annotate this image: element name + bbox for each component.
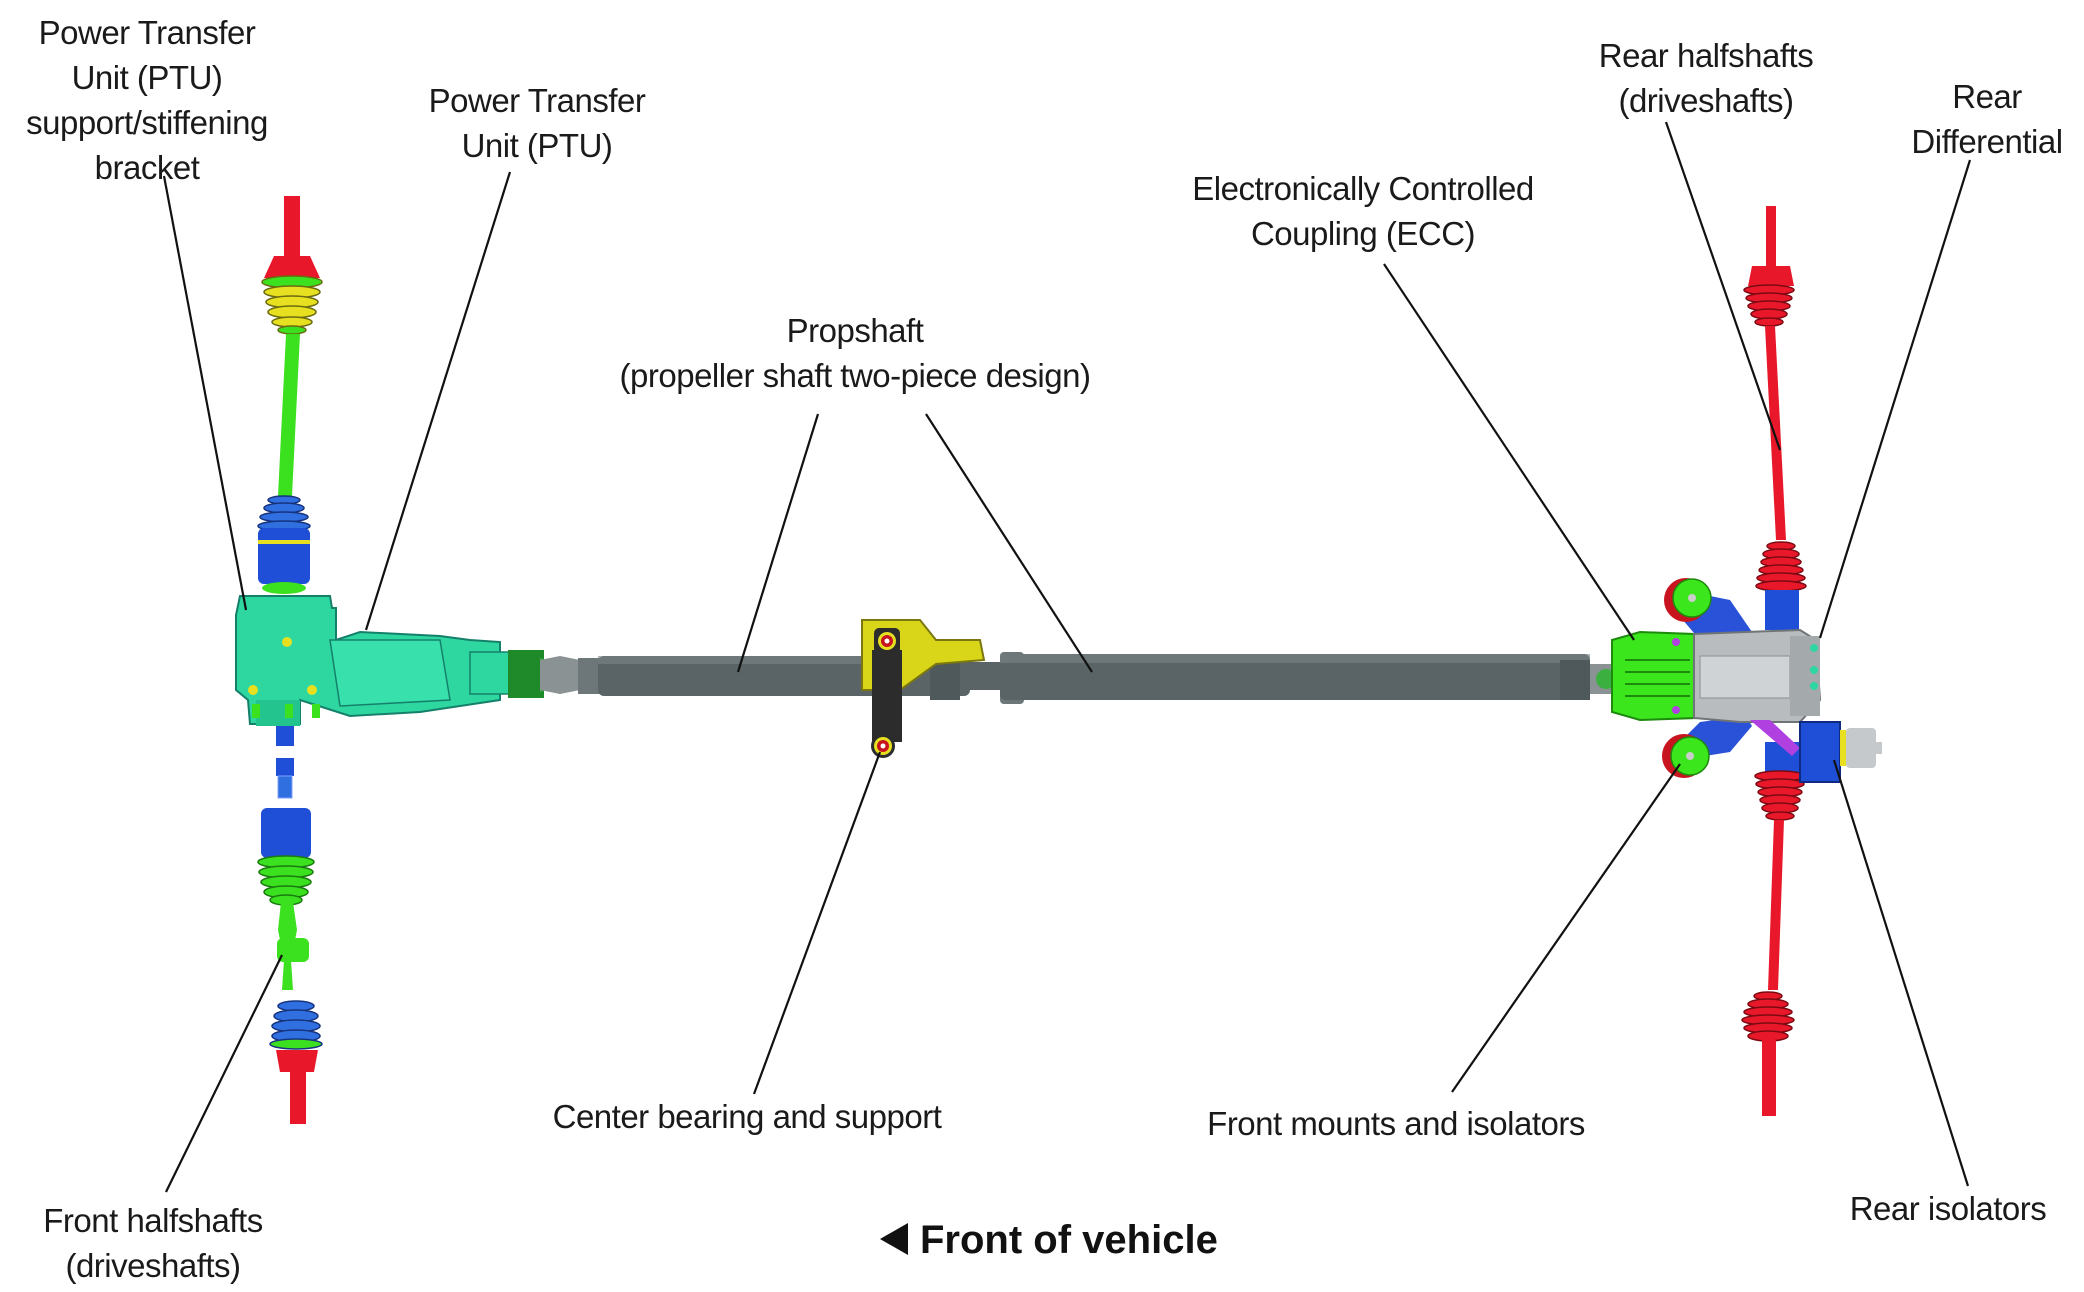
ptu-support-bracket — [256, 700, 300, 726]
leader-rear-halfshafts — [1664, 121, 1782, 451]
power-transfer-unit — [235, 595, 560, 746]
leader-front-mounts — [1451, 763, 1681, 1093]
propshaft-rear-tube — [1000, 654, 1590, 700]
leader-rear-isolators — [1832, 759, 1970, 1187]
label-rear-differential: Rear Differential — [1911, 78, 2063, 160]
front-lower-inner-cv — [261, 808, 311, 858]
front-halfshaft-lower — [257, 758, 323, 1124]
rear-drive-unit — [1611, 578, 1882, 783]
center-bearing-support — [861, 619, 986, 758]
rear-upper-shaft — [1765, 326, 1786, 540]
front-lower-inner-boot — [257, 855, 315, 906]
front-upper-inner-boot — [257, 495, 311, 532]
rear-halfshaft-lower — [1741, 742, 1806, 1116]
ecc-motor — [1846, 728, 1876, 768]
label-rear-isolators: Rear isolators — [1849, 1190, 2047, 1227]
label-ecc: Electronically Controlled Coupling (ECC) — [1192, 170, 1534, 252]
label-power-transfer-unit: Power Transfer Unit (PTU) — [428, 82, 646, 164]
label-center-bearing: Center bearing and support — [552, 1098, 942, 1135]
rear-isolator-bracket — [1799, 721, 1841, 783]
leader-ecc — [1383, 263, 1635, 641]
rear-lower-shaft — [1768, 820, 1784, 990]
rear-halfshaft-upper — [1743, 206, 1807, 630]
label-ptu-support-bracket: Power Transfer Unit (PTU) support/stiffe… — [26, 14, 268, 186]
ecc-housing — [1611, 630, 1698, 722]
leader-propshaft-rear — [925, 413, 1093, 673]
front-lower-stub-shaft — [290, 1072, 306, 1124]
front-upper-outer-cv — [264, 256, 320, 278]
front-upper-inner-cv — [258, 528, 310, 584]
label-rear-halfshafts: Rear halfshafts (driveshafts) — [1598, 37, 1814, 119]
ptu-output-stub — [276, 726, 294, 746]
ptu-output-flange — [508, 650, 544, 698]
label-front-halfshafts: Front halfshafts (driveshafts) — [43, 1202, 263, 1284]
label-front-mounts: Front mounts and isolators — [1207, 1105, 1585, 1142]
front-lower-outer-cv — [276, 1050, 318, 1072]
leader-propshaft-front — [736, 413, 820, 673]
propshaft — [540, 652, 1618, 704]
front-of-vehicle-indicator: Front of vehicle — [880, 1218, 1218, 1263]
center-bearing-strap — [872, 650, 902, 742]
front-upper-stub-shaft — [284, 196, 300, 256]
front-halfshaft-upper — [257, 196, 323, 594]
front-upper-outer-boot — [261, 275, 323, 335]
leader-lines — [162, 121, 1972, 1193]
leader-ptu-bracket — [162, 175, 248, 611]
leader-ptu — [364, 171, 512, 631]
label-propshaft: Propshaft (propeller shaft two-piece des… — [619, 312, 1091, 394]
leader-rear-differential — [1818, 159, 1972, 639]
front-upper-shaft — [278, 334, 300, 496]
front-lower-outer-boot — [269, 1000, 323, 1050]
leader-center-bearing — [752, 751, 882, 1095]
left-arrow-icon — [880, 1223, 908, 1256]
leader-front-halfshafts — [165, 954, 283, 1193]
